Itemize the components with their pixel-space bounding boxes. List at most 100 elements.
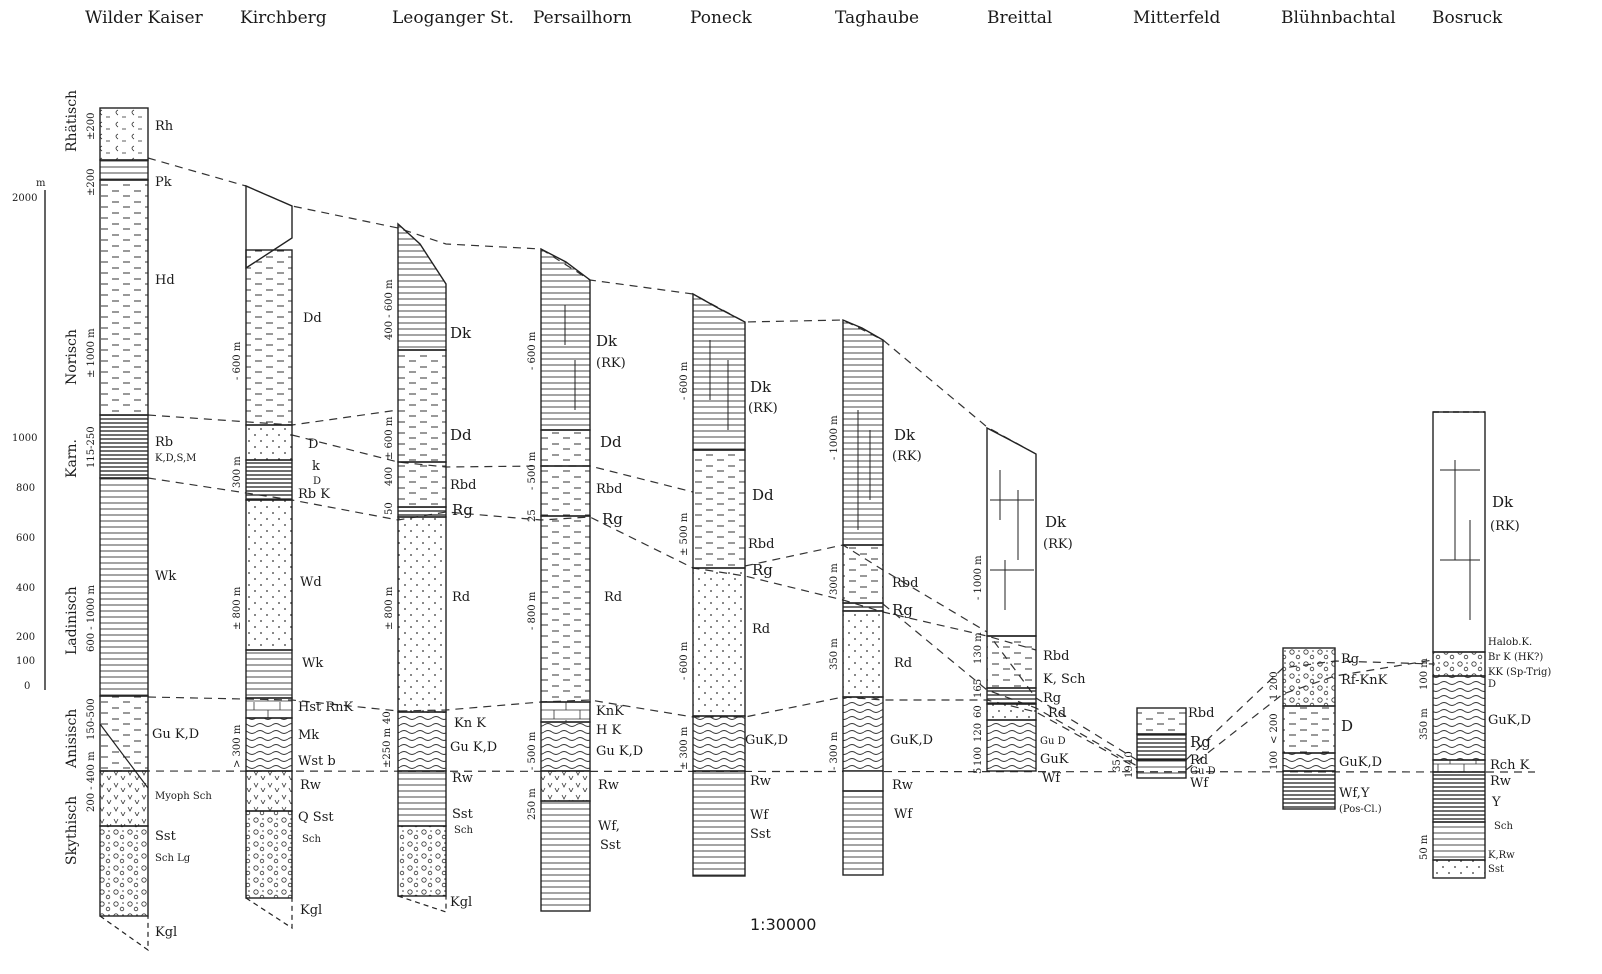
column-title-kirchberg: Kirchberg	[240, 8, 327, 28]
label-kb-dd: Dd	[303, 311, 322, 326]
label-bt-dk: Dk	[1045, 513, 1067, 531]
thickness-wk-skyth: 200 - 400 m	[86, 751, 97, 812]
label-th-dk: Dk	[894, 426, 916, 444]
column-title-poneck: Poneck	[690, 8, 753, 28]
label-ph-rk: (RK)	[596, 356, 626, 371]
label-kb-rw: Rw	[300, 778, 321, 793]
label-lg-rbd: Rbd	[450, 478, 476, 493]
label-mf-rbd: Rbd	[1188, 706, 1214, 721]
label-ph-rbd: Rbd	[596, 482, 622, 497]
label-lg-rw: Rw	[452, 771, 473, 786]
scale-tick-400: 400	[16, 583, 35, 594]
label-th-rd: Rd	[894, 656, 912, 671]
thickness-wk-wk: 600 - 1000 m	[86, 585, 97, 652]
thickness-th-rbd: 300 m	[829, 563, 840, 595]
thickness-mf-rd: 10	[1124, 751, 1135, 764]
thickness-bt-rbd: 130 m	[973, 632, 984, 664]
label-lg-sst: Sst	[452, 807, 474, 822]
label-wk-sst: Sst	[155, 829, 177, 844]
correlation-line-anis-gu2	[1185, 659, 1434, 771]
thickness-bt-dk: - 1000 m	[973, 555, 984, 600]
thickness-lg-dd: ± 600 m	[384, 416, 395, 460]
thickness-kb-anis: > 300 m	[232, 724, 243, 768]
label-kb-wstb: Wst b	[298, 754, 336, 769]
label-wk-pk: Pk	[155, 175, 172, 190]
label-th-rbd: Rbd	[892, 576, 918, 591]
label-wk-rh: Rh	[155, 119, 174, 134]
label-lg-rg: Rg	[452, 501, 473, 519]
thickness-br-ksst: 50 m	[1419, 834, 1430, 860]
label-bb-d: D	[1341, 717, 1353, 735]
column-title-bosruck: Bosruck	[1432, 8, 1503, 28]
thickness-lg-dk: 400 - 600 m	[384, 279, 395, 340]
thickness-lg-rg: 50	[384, 502, 395, 515]
label-kb-wd: Wd	[300, 575, 322, 590]
column-persailhorn: - 600 m - 500 m 25 - 800 m - 500 m 250 m…	[527, 247, 643, 912]
label-bt-rk: (RK)	[1043, 537, 1073, 552]
column-mitterfeld: 35 10 19 Rbd Rg Rd Gu D Wf	[1112, 706, 1216, 791]
label-mf-gud: Gu D	[1190, 766, 1216, 777]
label-bt-rbd: Rbd	[1043, 649, 1069, 664]
label-bb-rfknk: Rf-KnK	[1341, 673, 1388, 688]
thickness-wk-gu: 150-500	[86, 698, 97, 740]
label-pn-wf: Wf	[750, 808, 769, 823]
thickness-mf-wf: 19	[1124, 765, 1135, 778]
scale-tick-200: 200	[16, 632, 35, 643]
column-title-bluehnbachtal: Blühnbachtal	[1281, 8, 1396, 28]
label-lg-dk: Dk	[450, 324, 472, 342]
label-wk-kdsm: K,D,S,M	[155, 453, 196, 464]
label-br-guk: GuK,D	[1488, 713, 1531, 728]
column-bluehnbachtal: 1 200 < 200 100 Rg Rf-KnK D GuK,D Wf,Y (…	[1269, 647, 1388, 815]
label-pn-rw: Rw	[750, 774, 771, 789]
thickness-th-dk: - 1000 m	[829, 415, 840, 460]
scale-unit: m	[36, 178, 46, 189]
label-bb-poscl: (Pos-Cl.)	[1339, 804, 1382, 815]
label-bt-gud: Gu D	[1040, 736, 1066, 747]
label-bt-rg: Rg	[1043, 691, 1061, 706]
label-mf-wf: Wf	[1190, 776, 1209, 791]
label-br-halob: Halob.K.	[1488, 637, 1532, 648]
column-headers: Wilder Kaiser Kirchberg Leoganger St. Pe…	[85, 8, 1503, 28]
stage-norisch: Norisch	[64, 329, 80, 385]
scale-ratio: 1:30000	[750, 915, 816, 934]
column-title-taghaube: Taghaube	[835, 8, 919, 28]
label-kb-d2: D	[313, 476, 321, 487]
label-br-dk: Dk	[1492, 493, 1514, 511]
thickness-lg-rbd: 400	[384, 467, 395, 486]
label-ph-dk: Dk	[596, 332, 618, 350]
scale-tick-2000: 2000	[12, 193, 37, 204]
stage-skythisch: Skythisch	[64, 796, 80, 865]
thickness-bb-rf: 1 200	[1269, 671, 1280, 700]
thickness-kb-dd: - 600 m	[232, 341, 243, 380]
stage-labels: Rhätisch Norisch Karn. Ladinisch Anisisc…	[64, 90, 80, 865]
label-th-guk: GuK,D	[890, 733, 933, 748]
thickness-ph-dd: - 500 m	[527, 451, 538, 490]
vertical-scale-bar: m 2000 1000 800 600 400 200 100 0	[12, 178, 46, 692]
thickness-pn-dk: - 600 m	[679, 361, 690, 400]
label-br-rw: Rw	[1490, 774, 1511, 789]
label-ph-rd: Rd	[604, 590, 622, 605]
label-bt-wf: Wf	[1042, 771, 1061, 786]
label-br-y: Y	[1491, 795, 1501, 810]
thickness-pn-rd: - 600 m	[679, 641, 690, 680]
thickness-lg-rd: ± 800 m	[384, 586, 395, 630]
label-ph-knk: KnK	[596, 704, 624, 719]
thickness-bb-guk: 100	[1269, 751, 1280, 770]
thickness-kb-d: 300 m	[232, 456, 243, 488]
stage-anisisch: Anisisch	[64, 709, 80, 769]
column-title-breittal: Breittal	[987, 8, 1052, 28]
label-br-d: D	[1488, 679, 1496, 690]
thickness-lg-kn: 40	[382, 711, 393, 724]
label-pn-rg: Rg	[752, 561, 773, 579]
thickness-pn-anis: ± 300 m	[679, 726, 690, 770]
label-wk-rb: Rb	[155, 435, 173, 450]
scale-tick-600: 600	[16, 533, 35, 544]
thickness-ph-dk: - 600 m	[527, 331, 538, 370]
column-wilder-kaiser: ±200 ±200 ± 1000 m 115-250 600 - 1000 m …	[86, 107, 212, 952]
label-bb-rg: Rg	[1341, 652, 1359, 667]
label-wk-hd: Hd	[155, 273, 175, 288]
thickness-wk-rb: 115-250	[86, 426, 97, 468]
thickness-bt-guk: 100	[973, 747, 984, 766]
scale-tick-0: 0	[24, 681, 30, 692]
